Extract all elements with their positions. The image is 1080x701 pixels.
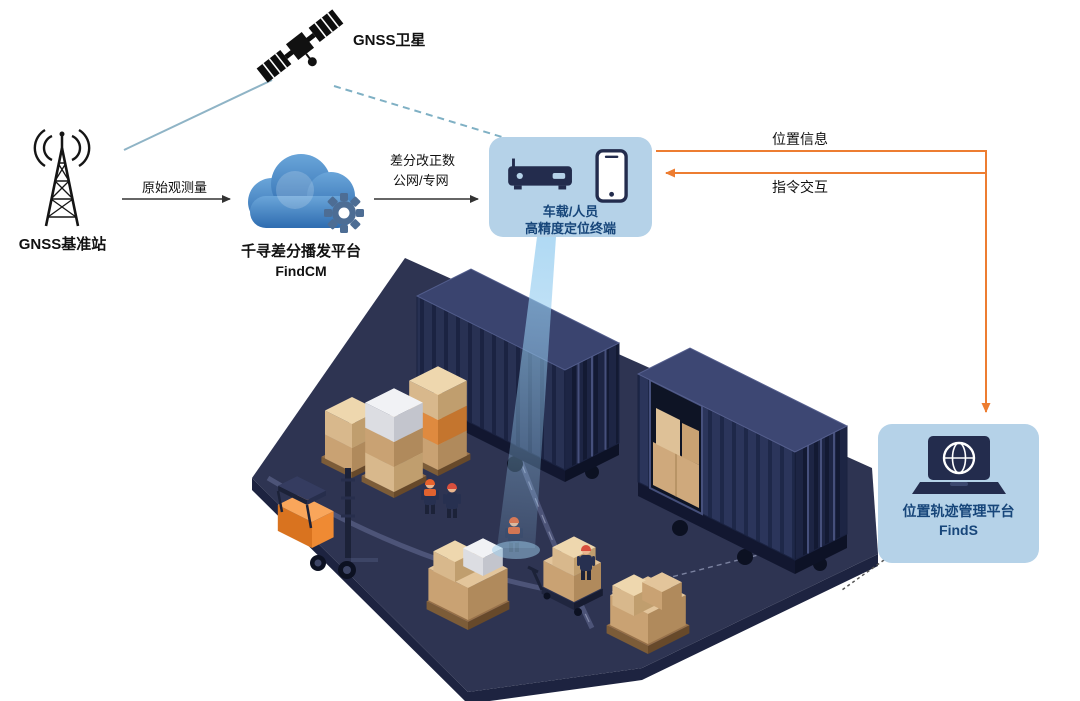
platform-panel: 位置轨迹管理平台 FindS: [878, 424, 1039, 563]
platform-product: FindS: [939, 522, 978, 538]
smartphone-icon: [594, 149, 628, 203]
cloud-platform-product: FindCM: [275, 263, 327, 279]
receiver-icon: [507, 158, 572, 190]
terminal-label-line1: 车载/人员: [542, 204, 599, 219]
forklift: [276, 468, 378, 579]
raw-observation-label: 原始观测量: [142, 180, 208, 195]
correction-label-line1: 差分改正数: [390, 153, 456, 168]
platform-scene-link: [841, 559, 885, 591]
satellite-label: GNSS卫星: [353, 32, 426, 49]
terminal-panel: 车载/人员 高精度定位终端: [489, 137, 652, 237]
cloud-gear-icon: [248, 154, 364, 233]
satellite-base-link: [123, 79, 273, 151]
laptop-globe-icon: [911, 436, 1006, 494]
satellite-icon: [256, 9, 344, 83]
diagram-connectors: [122, 79, 991, 591]
position-info-arrow: [656, 150, 991, 413]
shipping-container-2: [636, 347, 849, 574]
position-info-label: 位置信息: [772, 131, 828, 147]
terminal-icons: [507, 149, 628, 203]
platform-name: 位置轨迹管理平台: [902, 503, 1015, 519]
command-label: 指令交互: [772, 179, 828, 195]
correction-label-line2: 公网/专网: [393, 173, 449, 188]
base-station-label: GNSS基准站: [18, 236, 107, 253]
radio-tower-icon: [33, 128, 91, 227]
gear-icon: [324, 193, 364, 233]
pallet-crates: [321, 366, 690, 654]
cloud-platform-name: 千寻差分播发平台: [240, 243, 361, 260]
terminal-label-line2: 高精度定位终端: [524, 221, 616, 236]
satellite-terminal-link: [333, 85, 513, 141]
positioning-beam: [492, 237, 556, 559]
